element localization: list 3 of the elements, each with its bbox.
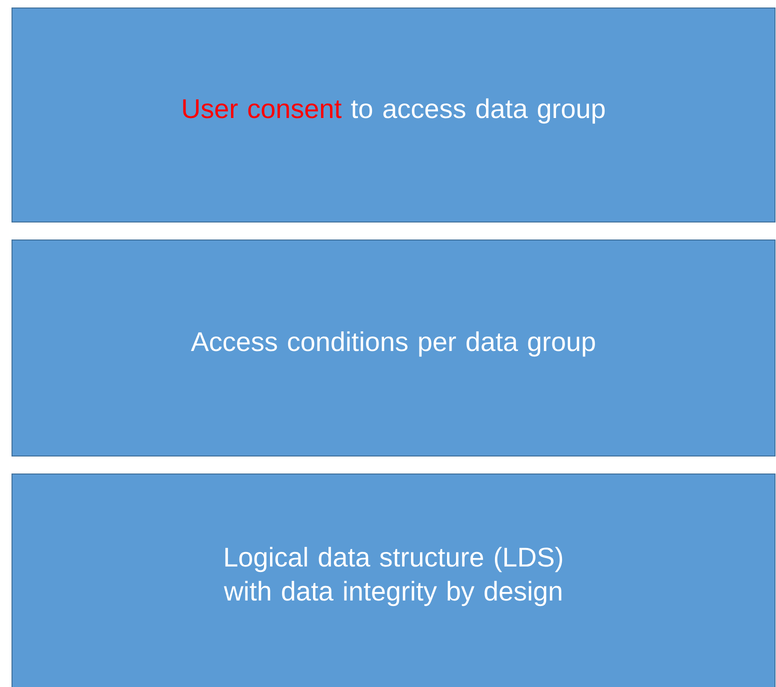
text-box: User consent to access data group (12, 8, 776, 222)
text-box: Logical data structure (LDS) with data integrity by design (12, 474, 776, 687)
text-box: Access conditions per data group (12, 240, 776, 456)
